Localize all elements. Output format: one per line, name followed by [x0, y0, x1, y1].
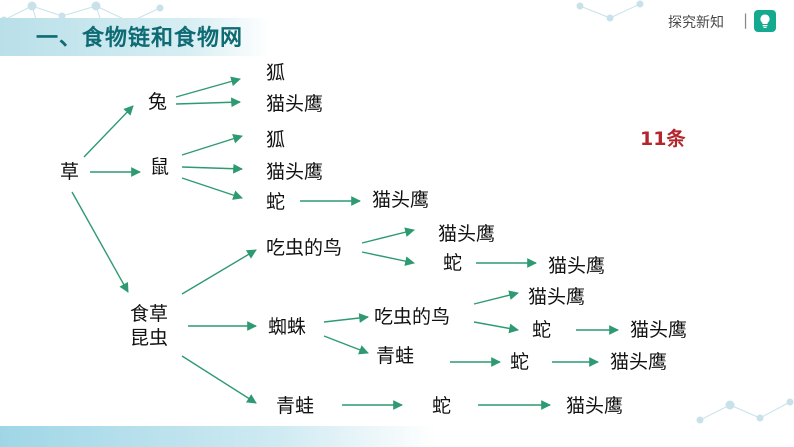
section-header-bar: [0, 18, 270, 56]
node-owl: 猫头鹰: [372, 189, 430, 211]
node-owl: 猫头鹰: [438, 223, 496, 245]
edge-spider-bird2: [323, 313, 369, 323]
node-snake: 蛇: [266, 191, 286, 213]
edge-mouse-snake: [181, 177, 243, 200]
edge-bird2-snake: [473, 321, 519, 334]
food-chain-count: 11条: [640, 128, 686, 150]
node-herbivorous-insect: 食草 昆虫: [130, 303, 169, 349]
node-owl: 猫头鹰: [266, 161, 324, 183]
edge-insect-bird1: [181, 249, 257, 295]
node-fox: 狐: [266, 129, 286, 151]
edge-mouse-owl: [181, 163, 243, 174]
edge-grass-rabbit: [83, 105, 134, 158]
node-grass: 草: [60, 161, 80, 183]
node-owl: 猫头鹰: [548, 255, 606, 277]
section-title: 一、食物链和食物网: [36, 26, 244, 51]
node-snake: 蛇: [532, 319, 552, 341]
node-frog: 青蛙: [376, 345, 415, 367]
nav-separator: |: [743, 11, 749, 29]
lightbulb-icon: [754, 10, 776, 32]
node-owl: 猫头鹰: [610, 351, 668, 373]
edge-bird1-snake: [361, 251, 415, 266]
node-insectivorous-bird: 吃虫的鸟: [266, 237, 343, 259]
edge-grass-insect: [71, 191, 129, 293]
node-owl: 猫头鹰: [630, 319, 688, 341]
bottom-decoration-band: [0, 426, 794, 447]
node-owl: 猫头鹰: [528, 286, 586, 308]
node-frog: 青蛙: [276, 395, 315, 417]
node-fox: 狐: [266, 62, 286, 84]
node-snake: 蛇: [432, 395, 452, 417]
edge-rabbit-owl: [175, 97, 241, 108]
edge-insect-frog: [181, 355, 257, 404]
nav-label: 探究新知: [668, 15, 724, 31]
node-insectivorous-bird: 吃虫的鸟: [374, 306, 451, 328]
node-mouse: 鼠: [150, 156, 170, 178]
node-owl: 猫头鹰: [266, 93, 324, 115]
edge-bird2-owl: [473, 290, 519, 305]
edge-spider-frog: [323, 335, 369, 355]
node-snake: 蛇: [510, 351, 530, 373]
edge-bird1-owl: [361, 227, 415, 244]
node-spider: 蜘蛛: [268, 316, 307, 338]
edge-rabbit-fox1: [175, 76, 241, 98]
node-rabbit: 兔: [148, 91, 168, 113]
node-snake: 蛇: [443, 252, 463, 274]
node-owl: 猫头鹰: [566, 395, 624, 417]
edge-mouse-fox2: [181, 133, 243, 156]
